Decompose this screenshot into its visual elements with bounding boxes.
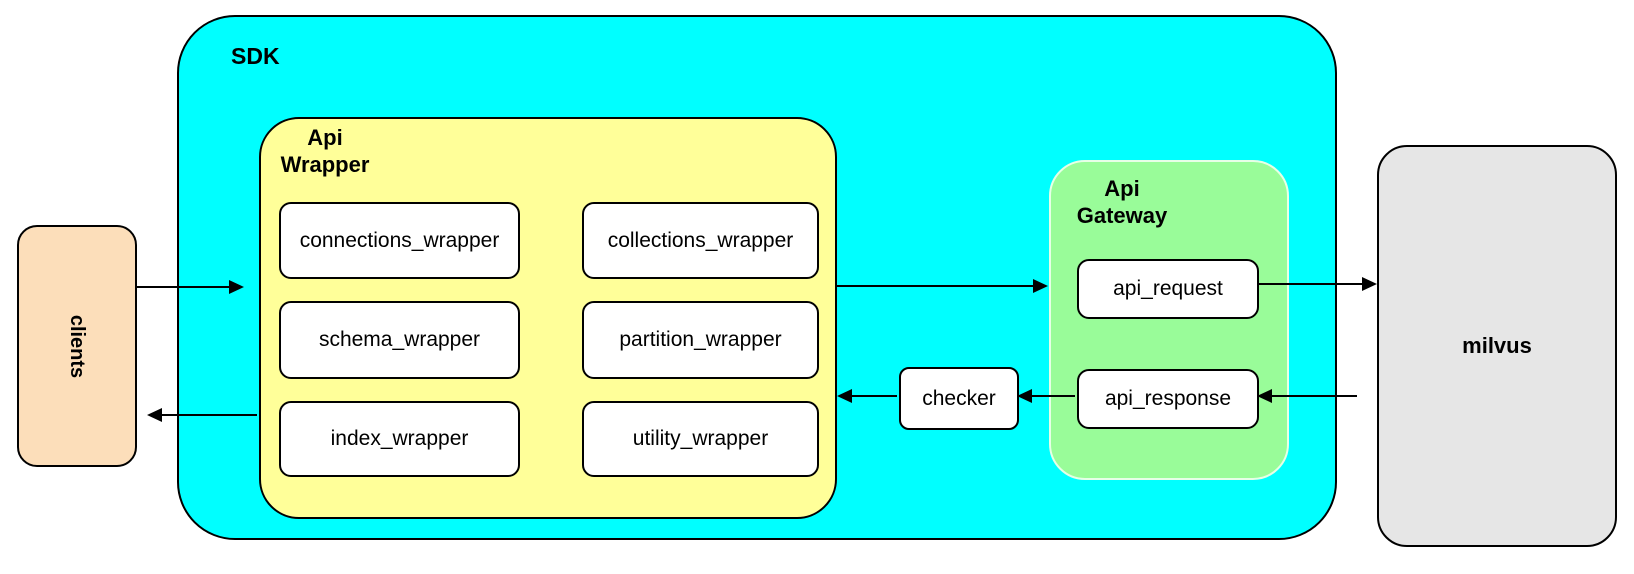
arrowhead-left-icon — [147, 408, 162, 422]
api-gateway-container: Api Gateway api_request api_response — [1049, 160, 1289, 480]
api-gateway-label-line1: Api — [1104, 176, 1140, 201]
api-wrapper-container: Api Wrapper connections_wrapper collecti… — [259, 117, 837, 519]
arrow-line — [161, 414, 257, 416]
arrowhead-left-icon — [1017, 389, 1032, 403]
arrow-line — [1271, 395, 1357, 397]
sdk-label: SDK — [231, 43, 280, 69]
api-request-box: api_request — [1077, 259, 1259, 319]
index-wrapper-box: index_wrapper — [279, 401, 520, 477]
arrowhead-right-icon — [229, 280, 244, 294]
api-wrapper-label: Api Wrapper — [261, 124, 389, 178]
arrowhead-left-icon — [1257, 389, 1272, 403]
utility-wrapper-box: utility_wrapper — [582, 401, 819, 477]
arrowhead-right-icon — [1362, 277, 1377, 291]
schema-wrapper-box: schema_wrapper — [279, 301, 520, 379]
arrow-line — [835, 285, 1033, 287]
clients-label: clients — [66, 314, 89, 378]
api-gateway-label-line2: Gateway — [1076, 203, 1168, 228]
partition-wrapper-box: partition_wrapper — [582, 301, 819, 379]
arrowhead-left-icon — [837, 389, 852, 403]
arrow-line — [1257, 283, 1363, 285]
collections-wrapper-box: collections_wrapper — [582, 202, 819, 279]
arrow-line — [1031, 395, 1075, 397]
arrowhead-right-icon — [1033, 279, 1048, 293]
connections-wrapper-box: connections_wrapper — [279, 202, 520, 279]
api-wrapper-label-line2: Wrapper — [280, 152, 370, 177]
clients-node: clients — [17, 225, 137, 467]
sdk-container: SDK Api Wrapper connections_wrapper coll… — [177, 15, 1337, 540]
checker-box: checker — [899, 367, 1019, 430]
milvus-node: milvus — [1377, 145, 1617, 547]
arrow-line — [137, 286, 229, 288]
arrow-line — [851, 395, 897, 397]
api-wrapper-label-line1: Api — [307, 125, 343, 150]
api-response-box: api_response — [1077, 369, 1259, 429]
api-gateway-label: Api Gateway — [1051, 175, 1193, 229]
